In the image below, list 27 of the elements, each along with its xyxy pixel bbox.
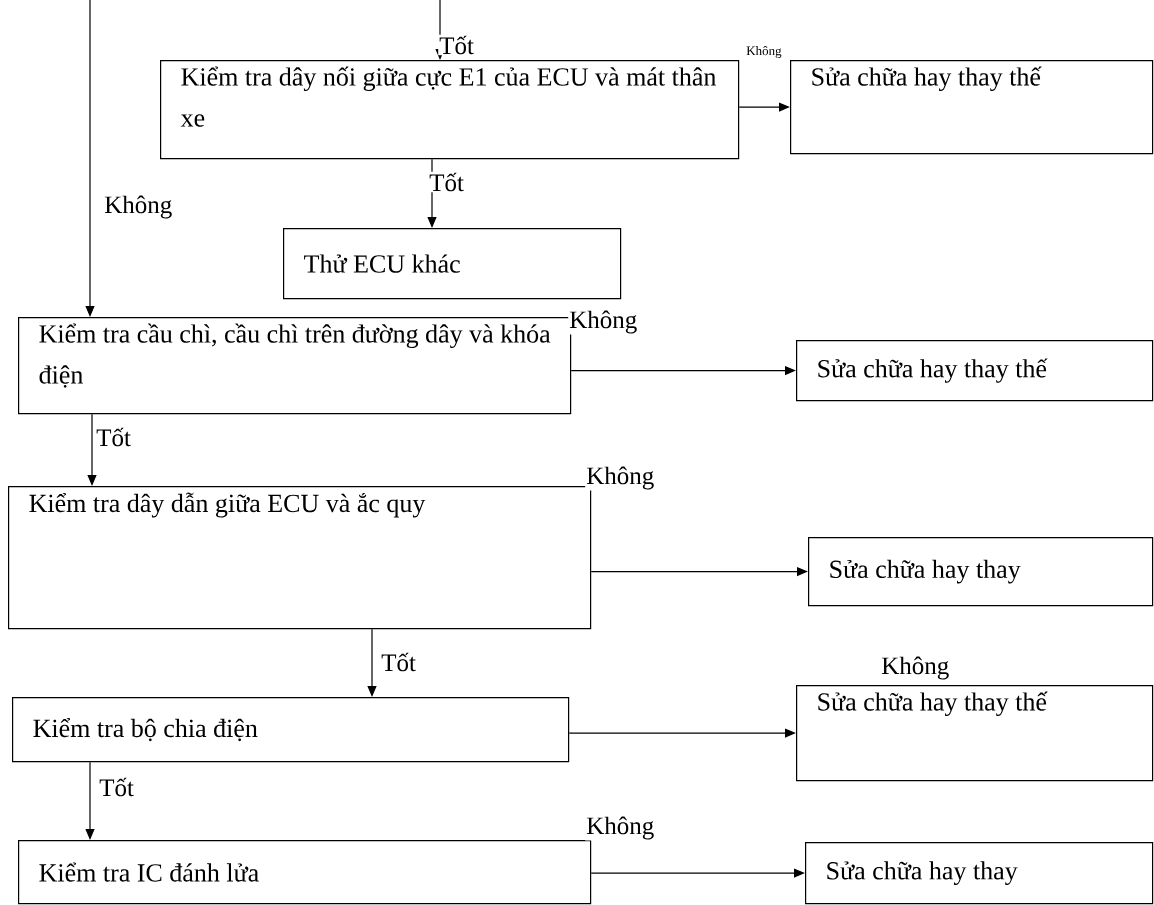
process-box: Sửa chữa hay thay thế [796,685,1154,782]
edge-label: Không [745,45,783,59]
arrow [590,868,805,878]
arrow [738,102,790,112]
process-box: Sửa chữa hay thay [808,537,1154,607]
arrow [87,413,97,486]
process-box: Sửa chữa hay thay [805,842,1154,905]
edge-label: Tốt [428,171,465,193]
process-box: Sửa chữa hay thay thế [796,340,1154,402]
arrow [85,0,95,317]
edge-label: Không [568,309,639,335]
edge-label: Tốt [98,776,135,798]
process-box: Sửa chữa hay thay thế [790,60,1154,155]
process-box: Kiểm tra bộ chia điện [12,697,570,763]
process-box: Kiểm tra IC đánh lửa [18,840,592,905]
process-box: Thử ECU khác [283,228,622,300]
edge-label: Không [103,194,174,220]
edge-label: Không [585,815,656,841]
edge-label: Không [585,465,656,491]
process-box: Kiểm tra cầu chì, cầu chì trên đường dây và khóa điện [18,317,572,415]
process-box: Kiểm tra dây dẫn giữa ECU và ắc quy [8,486,592,630]
process-box: Kiểm tra dây nối giữa cực E1 của ECU và mát thân xe [160,60,740,160]
arrow [367,628,377,697]
edge-label: Tốt [380,651,417,673]
edge-label: Tốt [95,426,132,448]
edge-label: Không [880,655,951,681]
edge-label: Tốt [438,34,475,56]
